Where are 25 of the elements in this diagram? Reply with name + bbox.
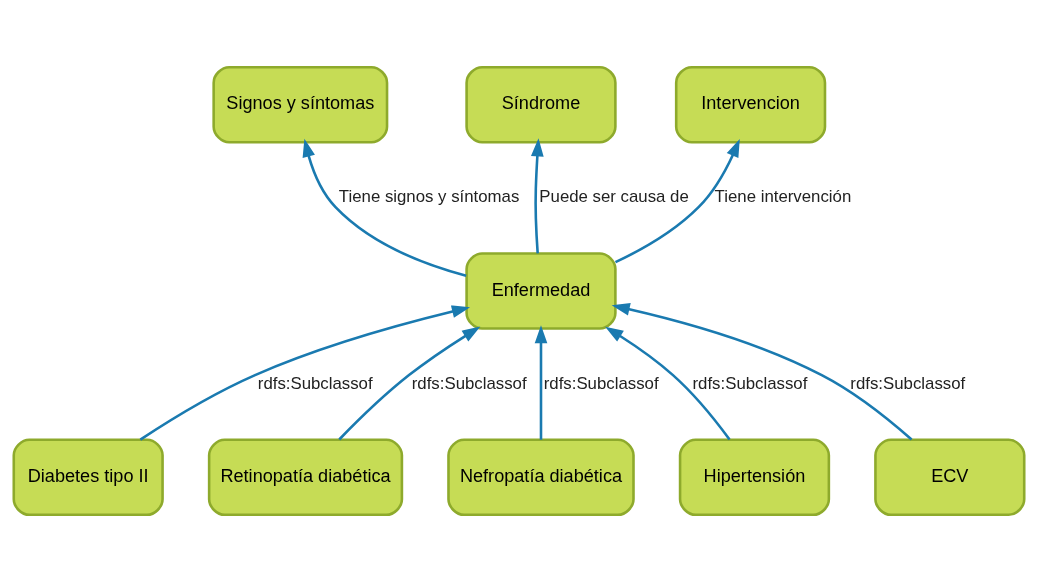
arrow	[302, 138, 467, 277]
node-box: Enfermedad	[465, 252, 617, 330]
arrow	[534, 325, 548, 440]
arrow	[614, 138, 740, 264]
node-box: Intervencion	[674, 65, 827, 144]
edge-label: Tiene intervención	[714, 187, 852, 207]
arrow	[338, 326, 481, 441]
node-box: Síndrome	[465, 65, 617, 144]
node-box: Nefropatía diabética	[447, 438, 635, 517]
node-box: Diabetes tipo II	[12, 438, 164, 517]
arrow	[605, 326, 731, 441]
node-box: ECV	[874, 438, 1026, 517]
edge-label: rdfs:Subclassof	[543, 373, 659, 393]
node-box: Retinopatía diabética	[207, 438, 404, 517]
edge-label: Puede ser causa de	[539, 187, 689, 207]
node-box: Signos y síntomas	[212, 65, 389, 144]
edge-label: rdfs:Subclassof	[257, 373, 373, 393]
edge-label: rdfs:Subclassof	[411, 373, 527, 393]
arrow	[531, 138, 544, 254]
arrow	[611, 303, 913, 441]
edge-label: rdfs:Subclassof	[850, 373, 966, 393]
arrow	[139, 305, 471, 441]
node-box: Hipertensión	[678, 438, 831, 517]
edge-label: Tiene signos y síntomas	[338, 187, 520, 207]
edge-label: rdfs:Subclassof	[692, 373, 808, 393]
